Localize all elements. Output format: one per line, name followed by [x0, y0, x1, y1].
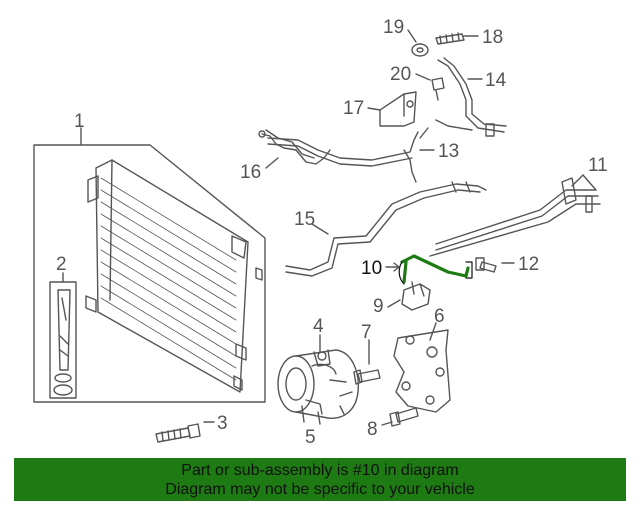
- valve-9: [401, 281, 431, 311]
- bolt-3: [155, 423, 201, 443]
- bolt-8: [389, 407, 419, 427]
- condenser-group: [33, 144, 266, 403]
- callout-20: 20: [390, 64, 411, 85]
- callout-19: 19: [383, 17, 404, 38]
- condenser-box-outline: [33, 144, 266, 403]
- banner-line-1: Part or sub-assembly is #10 in diagram: [181, 462, 459, 479]
- bolt-7: [353, 369, 381, 385]
- callout-14: 14: [485, 70, 507, 91]
- callout-4: 4: [313, 316, 324, 337]
- callout-18: 18: [482, 27, 503, 48]
- callout-labels: 1 2 3 4 5 6 7 8 9 10 11 12 13 14 15 16 1…: [56, 17, 608, 448]
- callout-17: 17: [343, 98, 364, 119]
- line-13: [267, 127, 429, 183]
- vehicle-fit-banner: Part or sub-assembly is #10 in diagram D…: [14, 458, 626, 501]
- line-15: [285, 181, 487, 277]
- callout-10: 10: [361, 258, 382, 279]
- nut-19: [411, 43, 429, 57]
- tube-11: [429, 177, 601, 257]
- callout-8: 8: [367, 419, 378, 440]
- callout-5: 5: [305, 427, 316, 448]
- callout-11: 11: [588, 155, 608, 176]
- callout-9: 9: [373, 296, 384, 317]
- hose-10: [398, 254, 473, 285]
- bolt-18: [435, 32, 465, 45]
- bolt-12: [475, 257, 497, 273]
- callout-6: 6: [434, 306, 445, 327]
- bracket-17: [379, 91, 417, 127]
- callout-16: 16: [240, 162, 261, 183]
- line-14: [435, 57, 507, 137]
- callout-1: 1: [74, 111, 85, 132]
- receiver-drier: [49, 281, 77, 399]
- callout-12: 12: [518, 254, 539, 275]
- leader-lines: [62, 29, 597, 426]
- condenser-core: [95, 159, 249, 393]
- callout-15: 15: [294, 209, 315, 230]
- callout-13: 13: [438, 141, 459, 162]
- bolt-20: [431, 77, 445, 101]
- banner-line-2: Diagram may not be specific to your vehi…: [165, 481, 475, 498]
- compressor: [277, 349, 359, 425]
- callout-3: 3: [217, 413, 228, 434]
- callout-2: 2: [56, 254, 67, 275]
- callout-7: 7: [361, 322, 372, 343]
- bracket-6: [393, 329, 451, 413]
- hose-16: [258, 129, 331, 165]
